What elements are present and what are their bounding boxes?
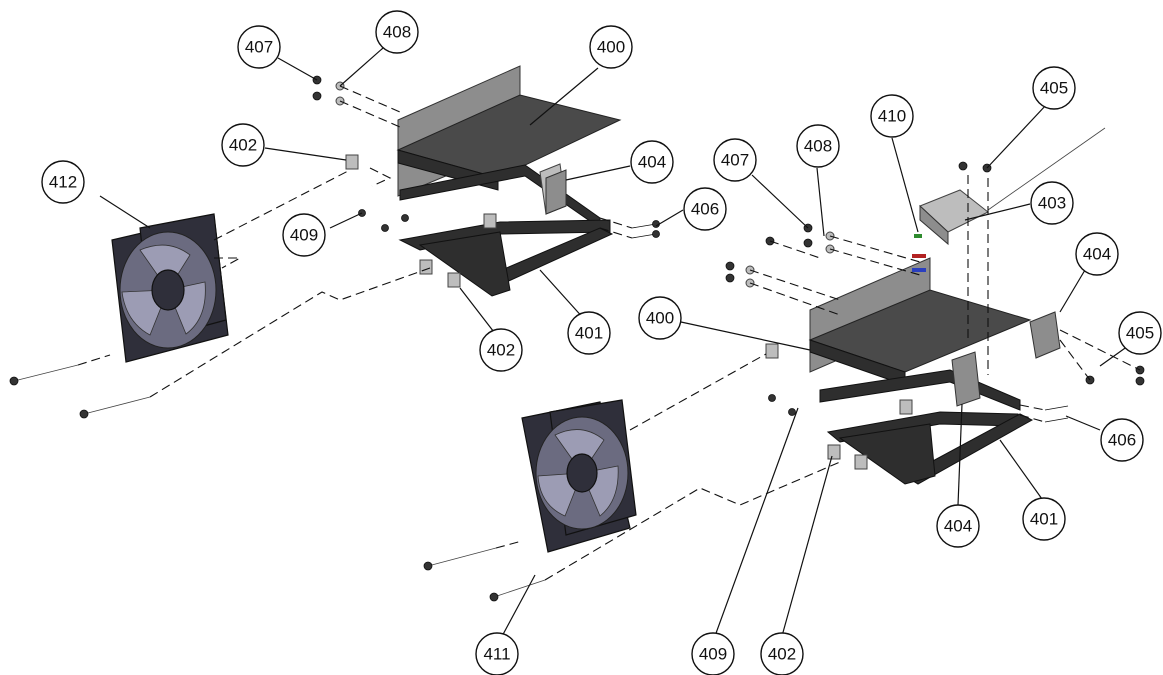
svg-text:407: 407: [245, 38, 273, 57]
svg-text:404: 404: [944, 517, 972, 536]
svg-text:403: 403: [1038, 194, 1066, 213]
right-terminal-block-right: [1029, 311, 1061, 359]
callout-410-right: 410: [870, 94, 914, 138]
right-clip-top: [765, 343, 779, 359]
callout-404-right-bottom: 404: [936, 504, 980, 548]
left-assembly: [9, 65, 660, 419]
left-fan: [111, 213, 229, 363]
svg-text:400: 400: [597, 38, 625, 57]
callout-400-right: 400: [638, 296, 682, 340]
callout-408-right: 408: [796, 124, 840, 168]
svg-text:405: 405: [1040, 79, 1068, 98]
left-fan-screws: [9, 364, 151, 419]
left-dash-lines: [77, 85, 633, 398]
left-screws-407-408: [312, 75, 345, 106]
svg-text:408: 408: [383, 23, 411, 42]
svg-text:401: 401: [575, 324, 603, 343]
left-clip-bottom-a: [419, 259, 433, 275]
right-clip-bottom-a: [827, 444, 841, 460]
left-screws-406: [631, 220, 660, 239]
right-clip-mid: [899, 399, 913, 415]
left-clip-mid: [483, 213, 497, 229]
left-clip-top: [345, 154, 359, 170]
svg-text:405: 405: [1126, 324, 1154, 343]
right-sensor-box-face: [919, 204, 949, 246]
callout-409-left: 409: [282, 213, 326, 257]
left-frame-rail-side: [418, 231, 511, 297]
svg-text:400: 400: [646, 309, 674, 328]
callout-400-left: 400: [589, 25, 633, 69]
right-assembly: [423, 127, 1145, 602]
right-frame-rail-back: [819, 369, 1021, 411]
callout-409-right: 409: [691, 632, 735, 675]
callout-405-right-bottom: 405: [1118, 311, 1162, 355]
left-clip-bottom-b: [447, 272, 461, 288]
right-sensor-rod: [987, 127, 1106, 211]
callout-407-right: 407: [713, 138, 757, 182]
left-frame-rail-long: [489, 227, 614, 285]
svg-text:402: 402: [487, 341, 515, 360]
leader-lines: [99, 47, 1129, 641]
svg-text:410: 410: [878, 107, 906, 126]
svg-text:409: 409: [290, 226, 318, 245]
left-terminal-block-face: [545, 169, 567, 215]
svg-text:402: 402: [768, 645, 796, 664]
callout-412-left: 412: [41, 160, 85, 204]
callout-401-right: 401: [1022, 497, 1066, 541]
callout-403-right: 403: [1030, 181, 1074, 225]
right-sensor-wire-red: [912, 254, 926, 258]
svg-text:401: 401: [1030, 510, 1058, 529]
svg-text:404: 404: [638, 153, 666, 172]
callout-402-left-bottom: 402: [479, 328, 523, 372]
callout-405-right-top: 405: [1032, 66, 1076, 110]
callout-404-left: 404: [630, 140, 674, 184]
right-fasteners: [725, 161, 1145, 423]
svg-text:408: 408: [804, 137, 832, 156]
callout-408-left: 408: [375, 10, 419, 54]
right-fan: [521, 399, 637, 553]
left-screws-409: [358, 209, 409, 232]
svg-text:406: 406: [1108, 431, 1136, 450]
svg-text:407: 407: [721, 151, 749, 170]
callout-404-right-top: 404: [1075, 232, 1119, 276]
right-clip-bottom-b: [854, 454, 868, 470]
callout-401-left: 401: [567, 311, 611, 355]
callout-406-left: 406: [683, 187, 727, 231]
svg-text:409: 409: [699, 645, 727, 664]
svg-text:404: 404: [1083, 245, 1111, 264]
callout-402-right: 402: [760, 632, 804, 675]
svg-text:402: 402: [229, 136, 257, 155]
right-sensor-wire-green: [914, 234, 922, 238]
svg-text:411: 411: [483, 645, 510, 664]
svg-text:406: 406: [691, 200, 719, 219]
svg-text:412: 412: [49, 173, 77, 192]
callout-406-right: 406: [1100, 418, 1144, 462]
right-sensor-wire-blue: [912, 268, 926, 272]
callout-402-left-top: 402: [221, 123, 265, 167]
callout-407-left: 407: [237, 25, 281, 69]
right-frame-rail-side: [838, 423, 936, 485]
callout-411-right: 411: [475, 632, 519, 675]
right-terminal-block-lower: [951, 351, 981, 407]
right-fan-screws: [423, 547, 546, 602]
right-dash-lines: [495, 175, 1141, 581]
